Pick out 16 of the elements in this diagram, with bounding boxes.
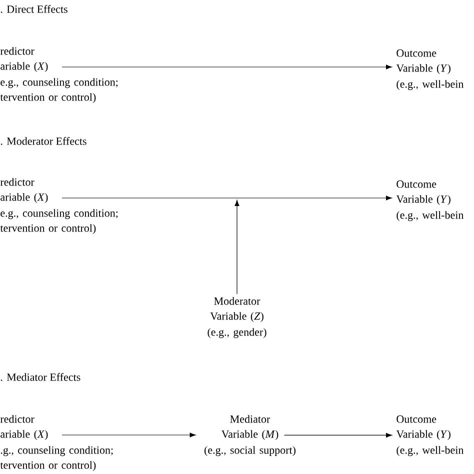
variable-label: redictor ariable (X) e.g., counseling condition; tervention or control) (0, 47, 118, 104)
panel-heading: . Moderator Effects (0, 137, 86, 145)
variable-label: Moderator Variable (Z) (e.g., gender) (208, 297, 266, 338)
variable-label: Outcome Variable (Y) (e.g., well-bein (396, 180, 464, 222)
variable-label: redictor ariable (X) e.g., counseling condition; tervention or control) (0, 178, 118, 234)
variable-label: Mediator Variable (M) (e.g., social support) (204, 415, 296, 456)
panel-heading: . Direct Effects (0, 5, 68, 13)
variable-label: Outcome Variable (Y) (e.g., well-bein (396, 49, 464, 90)
arrow (284, 432, 392, 438)
arrow (62, 196, 392, 200)
variable-label: Outcome Variable (Y) (e.g., well-bein (396, 415, 464, 456)
variable-label: redictor ariable (X) .g., counseling condition; tervention or control) (0, 415, 113, 472)
arrow (62, 64, 392, 70)
panel-heading: . Mediator Effects (0, 373, 80, 381)
arrow (62, 432, 196, 438)
arrow (234, 200, 240, 294)
